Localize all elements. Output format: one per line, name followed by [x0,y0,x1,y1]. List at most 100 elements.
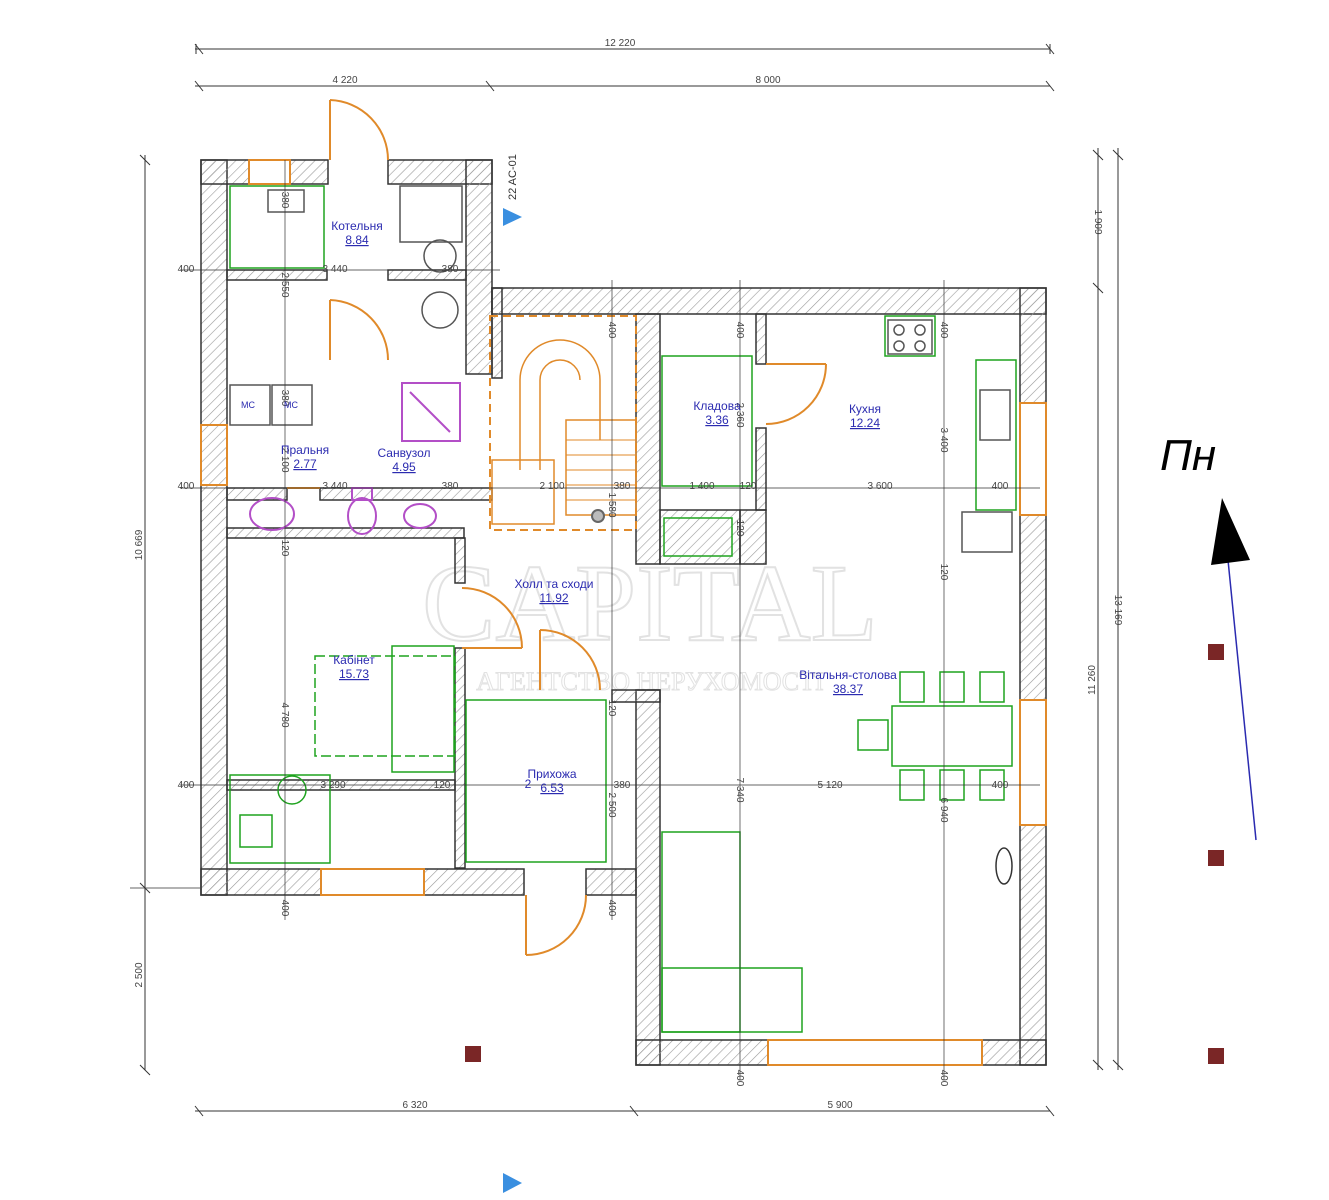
chair-icon [979,671,1005,703]
dining-table [891,705,1013,767]
window [320,868,425,896]
fixtures [249,382,461,535]
hall-number: 2 [525,777,532,791]
kitchen-counter [975,359,1017,511]
stair-arrow [539,359,581,470]
wall [635,1039,769,1066]
stove-icon [887,319,933,355]
marker-icon [1208,850,1224,866]
wall [289,159,329,185]
room-area-living: 38.37 [833,682,863,696]
tank-icon [421,291,459,329]
dim-kitchen-v-400: 400 [938,322,949,339]
room-area-kitchen: 12.24 [850,416,880,430]
dim-bottom-right: 5 900 [827,1100,852,1111]
dim-bottom-left: 6 320 [402,1100,427,1111]
wall [755,427,767,511]
wall [981,1039,1047,1066]
wall [755,313,767,365]
wall [491,287,503,379]
dim-boiler-380: 380 [442,264,459,275]
dim-hall-v-120: 120 [279,540,290,557]
tank-icon [423,239,457,273]
dim-bottom-v-400a: 400 [734,1070,745,1087]
dim-top-left: 4 220 [332,75,357,86]
water-heater-icon [399,185,463,243]
washing-machine-icon [229,384,271,426]
dim-right-inner-top: 1 909 [1092,209,1103,234]
door-swing [539,629,601,691]
bed-icon [314,655,456,757]
fireplace-icon [663,517,733,557]
dim-study-120: 120 [434,780,451,791]
north-arrow: Пн [1160,431,1257,841]
dimension-lines [130,43,1124,1117]
chair-icon [857,719,889,751]
room-area-boiler: 8.84 [345,233,369,247]
doors [287,99,827,956]
dim-hall-380: 380 [614,780,631,791]
sofa-icon [391,645,455,773]
marker-icon [1208,1048,1224,1064]
room-area-bathroom: 4.95 [392,460,416,474]
dim-bottom-v-400b: 400 [938,1070,949,1087]
dim-laundry-380: 380 [442,481,459,492]
chair-icon [939,671,965,703]
window [1019,402,1047,516]
dim-living-v-7340: 7 340 [734,777,745,802]
washer-label: MC [241,400,255,410]
window [767,1039,983,1066]
dim-kitchen-width: 3 600 [867,481,892,492]
staircase [489,315,637,531]
dim-right-inner: 11 260 [1087,665,1098,695]
wall [739,509,767,565]
chair-icon [899,671,925,703]
dim-laundry-v-2100: 2 100 [279,447,290,472]
shower-icon [401,382,461,442]
dim-kitchen-v-3400: 3 400 [938,427,949,452]
stair-steps [565,419,637,516]
dim-stair-v-1580: 1 580 [606,492,617,517]
stair-post [591,509,605,523]
dim-stair-380: 380 [614,481,631,492]
room-name-entry: Прихожа [527,767,576,781]
dim-top-right: 8 000 [755,75,780,86]
wall [585,868,637,896]
burner [893,324,905,336]
dim-pantry-width: 1 400 [689,481,714,492]
dim-left-lower: 2 500 [134,962,145,987]
sofa-icon [661,967,803,1033]
dim-pantry-v-400: 400 [734,322,745,339]
dim-living-400: 400 [992,780,1009,791]
wall [1019,287,1047,404]
north-arrow-icon [1211,498,1250,565]
fridge-icon [961,511,1013,553]
dim-right-outer: 13 169 [1112,595,1123,626]
burner [914,340,926,352]
washing-machine-icon [271,384,313,426]
north-arrow-line [1227,559,1257,841]
toilet-icon [347,497,377,535]
door-swing [525,894,587,956]
shower-drain [409,391,451,433]
dim-living-width: 5 120 [817,780,842,791]
wall [611,689,661,703]
burner [893,340,905,352]
dim-living-v-6940: 6 940 [938,797,949,822]
window [248,159,291,185]
door-swing [461,587,523,649]
dim-stair-v-400: 400 [606,322,617,339]
wall [635,313,661,565]
room-name-study: Кабінет [333,653,375,667]
wall [423,868,525,896]
boiler-unit-icon [267,189,305,213]
room-area-entry: 6.53 [540,781,564,795]
walls [200,159,1047,1066]
wall [465,159,493,375]
room-area-laundry: 2.77 [293,457,317,471]
tv-icon [995,847,1013,885]
sink-icon [403,503,437,529]
wall [200,159,250,185]
sink-icon [249,497,295,531]
room-name-kitchen: Кухня [849,402,881,416]
